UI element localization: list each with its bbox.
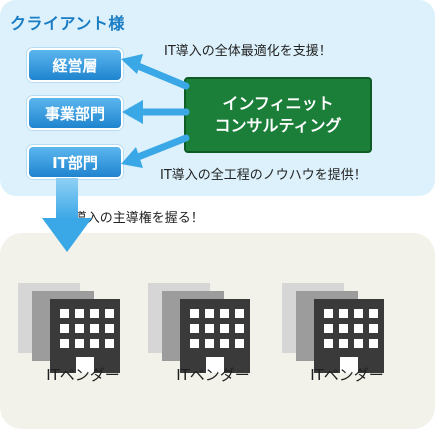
department-management: 経営層 xyxy=(27,48,123,82)
vendor-building-icon-1 xyxy=(18,283,120,373)
consultant-name-line1: インフィニット xyxy=(222,94,334,113)
department-business: 事業部門 xyxy=(27,96,123,130)
callout-optimization: IT導入の全体最適化を支援！ xyxy=(164,44,332,59)
vendor-building-icon-3 xyxy=(282,283,384,373)
vendor-label-2: ITベンダー xyxy=(176,366,250,384)
down-arrow-icon xyxy=(42,178,92,252)
arrow-to-it xyxy=(121,134,190,168)
callout-knowhow: IT導入の全工程のノウハウを提供！ xyxy=(160,168,367,183)
vendor-label-3: ITベンダー xyxy=(310,366,384,384)
arrow-to-management xyxy=(121,54,190,90)
consultant-name-line2: コンサルティング xyxy=(214,116,342,135)
arrow-to-business xyxy=(122,100,190,124)
department-it: IT部門 xyxy=(27,145,123,179)
client-title: クライアント様 xyxy=(10,14,125,33)
vendor-building-icon-2 xyxy=(148,283,250,373)
vendor-label-1: ITベンダー xyxy=(46,366,120,384)
consultant-box: インフィニット コンサルティング xyxy=(184,77,372,153)
callout-leadership: IT導入の主導権を握る！ xyxy=(62,211,204,226)
